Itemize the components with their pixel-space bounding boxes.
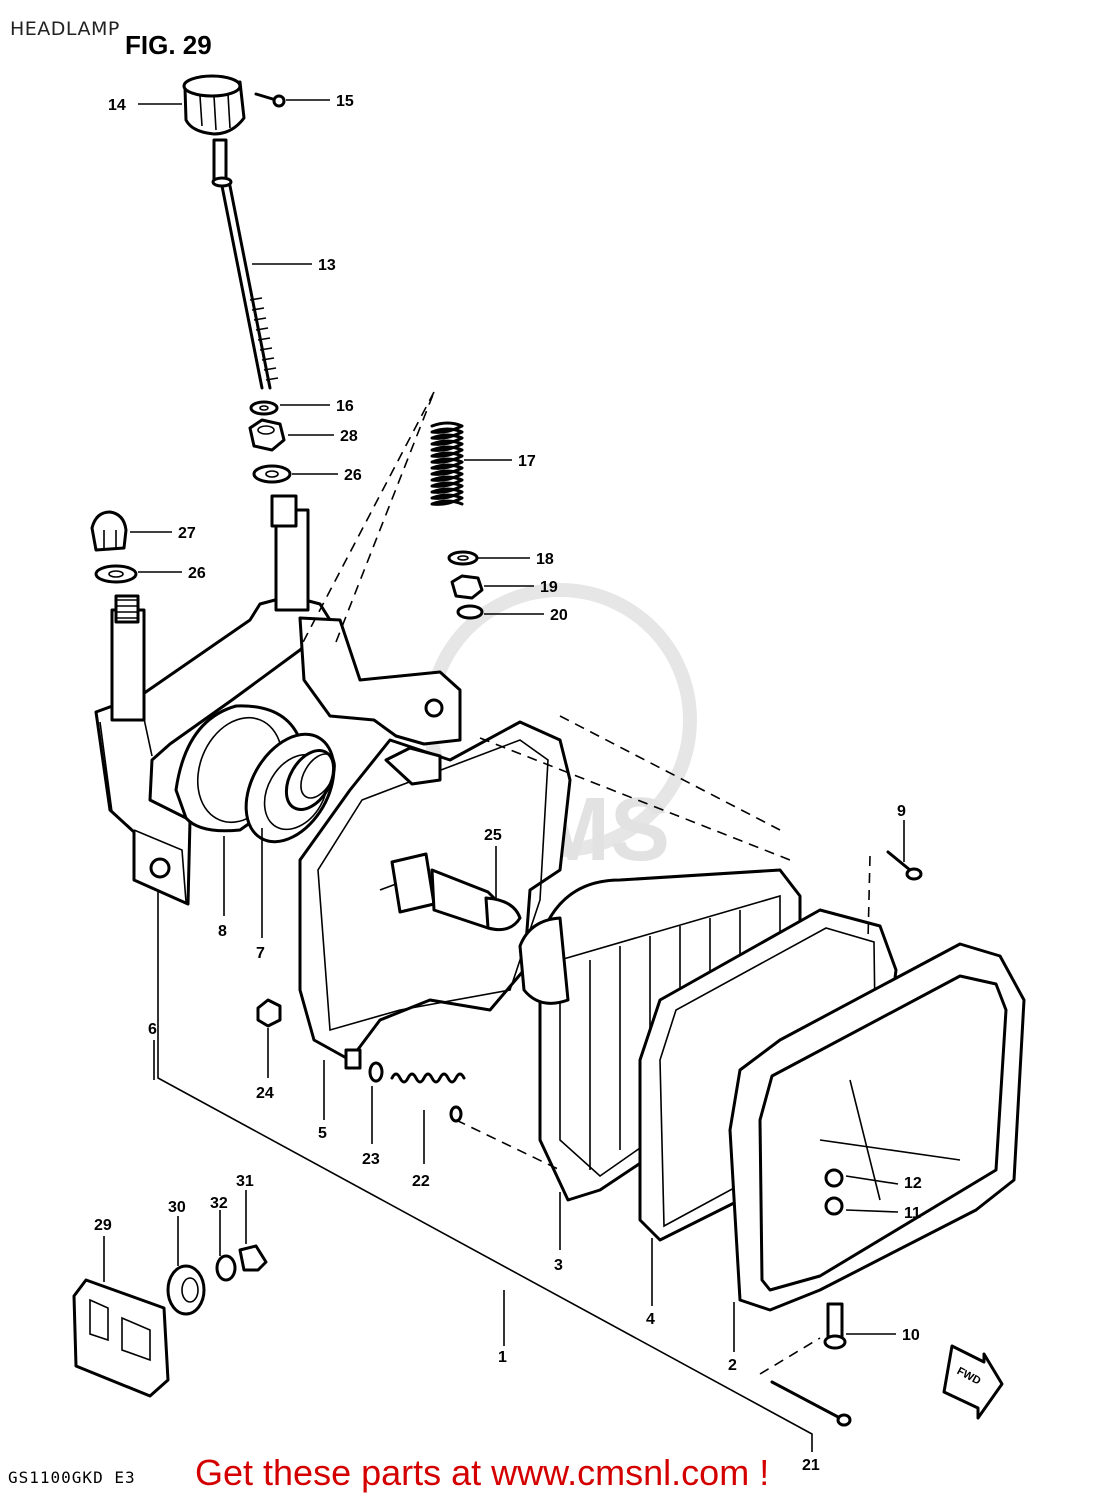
callout-6: 6 [148,1021,157,1038]
callout-26-upper: 26 [344,467,362,484]
leader-lines [103,99,905,1352]
model-code: GS1100GKD E3 [8,1468,136,1487]
callout-3: 3 [554,1257,563,1274]
callout-9: 9 [897,803,906,820]
figure-label: FIG. 29 [125,30,212,60]
part-13-adjust-rod [211,138,279,390]
part-20-washer [456,604,484,620]
callout-4: 4 [646,1311,655,1328]
callout-22: 22 [412,1173,430,1190]
callout-25: 25 [484,827,502,844]
callout-28: 28 [340,428,358,445]
callout-26-left: 26 [188,565,206,582]
page-title: HEADLAMP [10,18,120,40]
callout-27: 27 [178,525,196,542]
callout-12: 12 [904,1175,922,1192]
callout-23: 23 [362,1151,380,1168]
callout-30: 30 [168,1199,186,1216]
callout-2: 2 [728,1357,737,1374]
part-10-screw [823,1302,847,1350]
part-21-screw [770,1380,852,1427]
callout-14: 14 [108,97,126,114]
part-19-nut [450,574,484,600]
callout-29: 29 [94,1217,112,1234]
part-31-nut [238,1244,268,1272]
callout-31: 31 [236,1173,254,1190]
callout-labels: 14 15 13 16 28 26 27 26 17 18 19 20 25 9… [94,93,922,1474]
part-23-washer [368,1061,384,1083]
part-1-assembly-bracket-line [157,890,813,1452]
callout-24: 24 [256,1085,274,1102]
part-32-washer [215,1254,237,1282]
part-18-washer [447,550,479,566]
footer-parts-link[interactable]: Get these parts at www.cmsnl.com ! [195,1452,770,1493]
callout-13: 13 [318,257,336,274]
callout-8: 8 [218,923,227,940]
part-25-bulb [379,852,522,932]
part-26-washer-left [94,564,138,584]
part-28-nut [248,418,286,452]
part-27-cap-nut [90,510,128,552]
callout-21: 21 [802,1457,820,1474]
part-14-knob [182,74,246,136]
part-15-screw [254,92,286,108]
callout-20: 20 [550,607,568,624]
callout-15: 15 [336,93,354,110]
fwd-arrow-icon: FWD [942,1344,1004,1420]
callout-16: 16 [336,398,354,415]
callout-10: 10 [902,1327,920,1344]
callout-5: 5 [318,1125,327,1142]
callout-7: 7 [256,945,265,962]
callout-19: 19 [540,579,558,596]
assembly-lines [299,391,871,1375]
part-16-washer [249,400,279,416]
callout-18: 18 [536,551,554,568]
callout-17: 17 [518,453,536,470]
part-6-bracket [94,494,462,906]
callout-1: 1 [498,1349,507,1366]
part-26-washer-upper [252,464,292,484]
callout-11: 11 [904,1205,921,1222]
callout-32: 32 [210,1195,228,1212]
part-7-socket [244,732,336,844]
part-22-spring [390,1072,466,1123]
part-29-reflector-plate [72,1278,170,1398]
part-9-screw [886,850,923,881]
part-2-bezel [728,942,1026,1312]
part-24-nut [256,998,282,1028]
part-17-spring [430,421,464,506]
part-30-grommet [166,1264,206,1316]
